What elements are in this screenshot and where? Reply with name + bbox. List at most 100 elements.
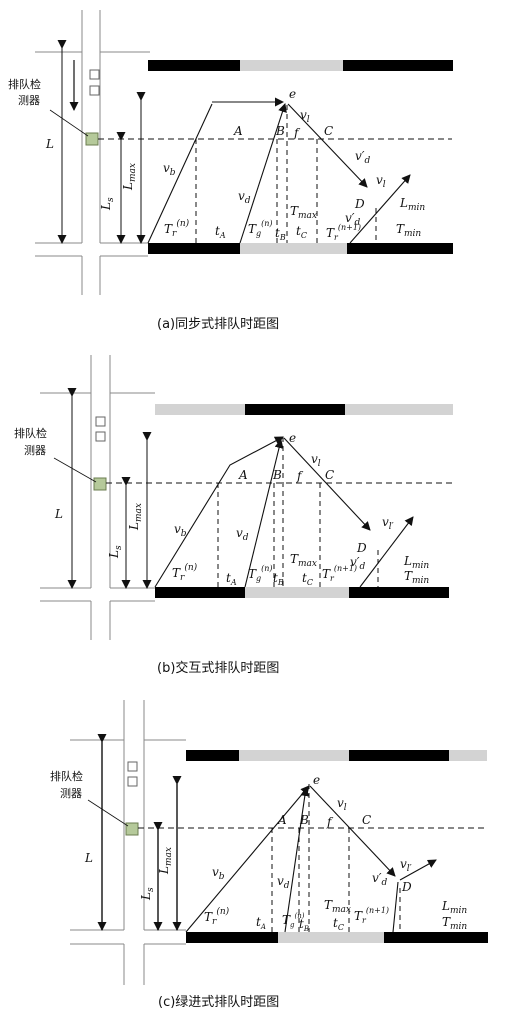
label-tC: t [302,571,307,585]
point-e: e [289,431,296,445]
label-Tr2: T [354,909,363,923]
svg-text:vl: vl [300,108,310,125]
label-vb-sub: b [219,872,225,882]
label-Tr2-sup: (n+1) [366,906,389,915]
vd-wave-line [284,787,310,933]
v1-wave-line [359,516,414,588]
time-markers [195,105,377,243]
svg-text:vb: vb [212,865,225,882]
label-vd: v [277,874,284,888]
point-D: D [354,197,365,211]
label-tA-sub: A [219,231,226,240]
label-vpd-sub: d [382,878,388,888]
label-Lmax: L [121,182,135,191]
label-Tg-sup: (n) [295,912,305,920]
label-L: L [84,851,93,865]
label-Lmin: L [399,196,408,210]
lane-marker [127,776,138,787]
label-Tr2: T [322,567,331,581]
vd-wave-line [239,103,287,244]
label-tC: t [333,916,338,930]
svg-text:vd: vd [236,526,249,543]
signal-bottom-red-1 [148,243,240,254]
lane-marker [95,431,106,442]
vl-wave-line [283,437,371,531]
signal-top-green [240,60,343,71]
svg-text:v′d: v′d [345,211,361,228]
point-B: B [299,813,309,827]
signal-top-red-2 [343,60,453,71]
queue-detector-icon [93,477,107,491]
label-vl: v [300,108,307,122]
label-Lmax-sub: max [128,163,138,182]
label-v1prime: v [400,857,407,871]
svg-text:Lmax: Lmax [157,847,174,875]
label-Lmax: L [157,866,171,875]
svg-text:Lmin: Lmin [403,554,429,571]
svg-text:Tr(n+1): Tr(n+1) [326,223,361,242]
svg-text:v′d: v′d [355,149,371,166]
label-tC-sub: C [338,923,344,932]
lane-marker [127,761,138,772]
label-L: L [45,137,54,151]
signal-top-green-1 [155,404,245,415]
v1-wave-line [399,859,437,881]
label-Tmax-sub: max [298,559,317,569]
label-Tr-sub: r [212,917,217,927]
svg-text:tA: tA [226,571,237,587]
vd-wave-line [244,439,284,588]
caption-b: (b)交互式排队时距图 [157,660,279,676]
svg-text:vl: vl [337,796,347,813]
svg-text:Tmin: Tmin [396,222,421,239]
label-tB-sub: B [279,233,286,242]
label-Ls-sub: s [106,197,116,202]
svg-text:vl′: vl′ [400,857,412,874]
signal-top-green-2 [345,404,453,415]
time-markers [217,437,379,587]
label-Tg-sup: (n) [261,219,272,228]
label-Tmax-sub: max [332,905,351,915]
v1-wave-line [349,174,411,244]
vl-wave-line [287,103,368,188]
detector-label-line2: 测器 [18,94,40,107]
lane-marker [95,416,106,427]
caption-c: (c)绿进式排队时距图 [158,995,279,1010]
point-D: D [356,541,367,555]
label-v1prime-sub: l′ [389,522,394,532]
label-Ls: L [139,892,153,901]
point-C: C [362,813,371,827]
svg-text:vd: vd [238,189,251,206]
label-Lmax-sub: max [164,847,174,866]
label-vd: v [236,526,243,540]
label-Ls-sub: s [114,545,124,550]
label-v1: v [376,173,383,187]
svg-text:Tr(n+1): Tr(n+1) [322,564,357,583]
vb-wave-line [154,436,284,588]
label-Tr2-sup: (n+1) [338,223,361,232]
label-vb: v [163,161,170,175]
label-tA: t [256,915,261,929]
time-markers [271,784,401,932]
svg-text:Lmin: Lmin [399,196,425,213]
label-Tmin-sub: min [412,576,429,586]
svg-text:v′d: v′d [372,871,388,888]
point-D: D [401,880,412,894]
svg-text:tC: tC [296,224,307,240]
point-f: f [326,815,334,829]
svg-text:Tmin: Tmin [442,915,467,932]
svg-text:Lmin: Lmin [441,899,467,916]
detector-label-line1: 排队检 [50,769,83,783]
svg-text:tC: tC [333,916,344,932]
lane-marker [89,69,100,80]
label-Tmin-sub: min [450,922,467,932]
label-vd-sub: d [284,881,290,891]
label-vpd-sub: d [360,562,366,572]
detector-label-line2: 测器 [60,787,82,800]
panel-c: 排队检 测器 L Ls Lmax e A B C f D [50,700,488,1010]
queue-detector-icon [85,132,99,146]
label-tB: t [299,917,304,931]
point-A: A [238,468,248,482]
svg-text:Ls: Ls [99,197,116,211]
label-vpd2-sub: d [355,218,361,228]
